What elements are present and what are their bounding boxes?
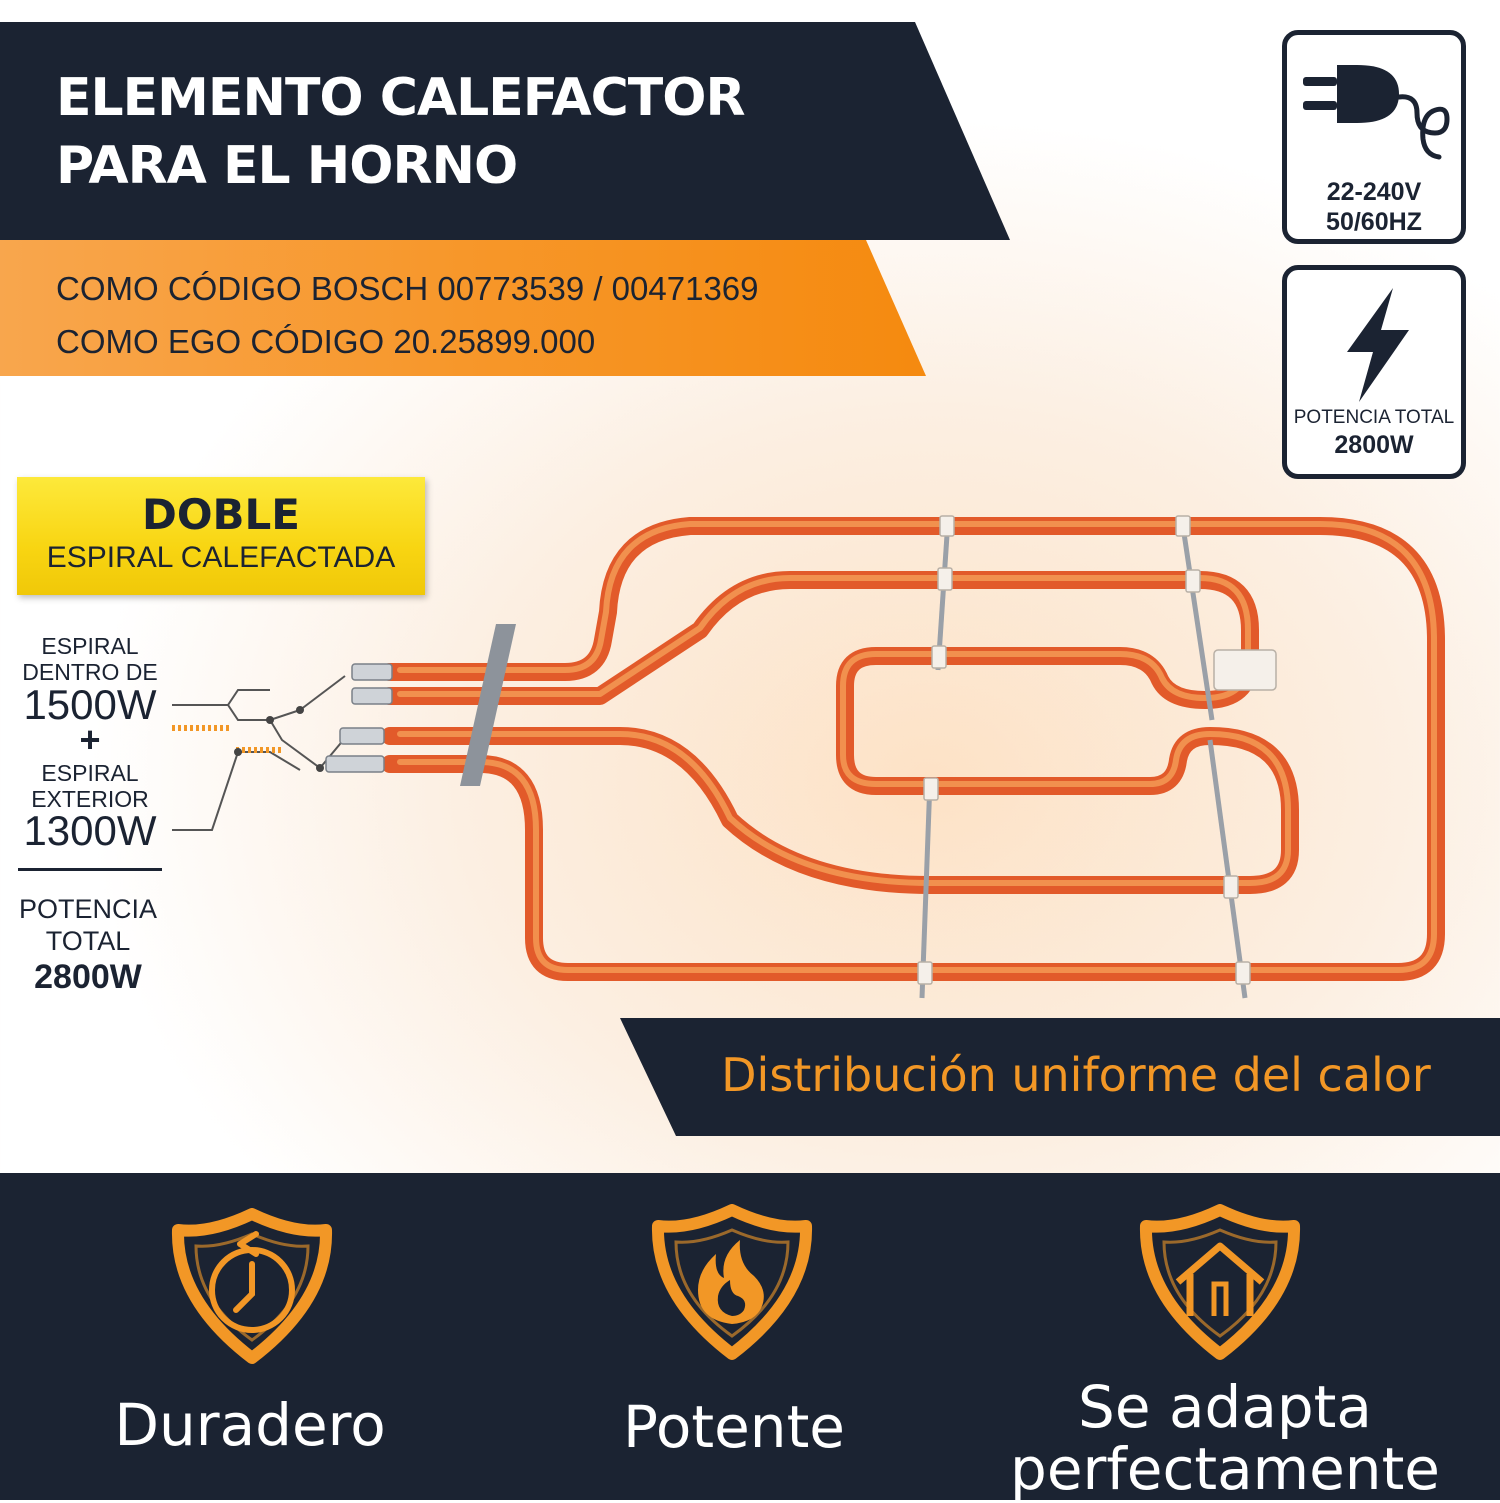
feature-powerful: Potente [622,1393,845,1461]
lightning-bolt-icon [1347,288,1409,402]
shield-clock-icon [171,1208,333,1364]
total-power-label-line-2: TOTAL [45,926,131,956]
outer-coil-label: ESPIRAL EXTERIOR [10,760,170,812]
mounting-bracket [460,624,516,786]
double-coil-badge: DOBLE ESPIRAL CALEFACTADA [17,477,425,595]
outer-coil-label-line-1: ESPIRAL [41,760,139,786]
feature-durable: Duradero [114,1391,386,1459]
power-spec-box: POTENCIA TOTAL 2800W [1282,265,1466,479]
outer-coil-label-line-2: EXTERIOR [31,786,149,812]
feature-perfect-fit-line-1: Se adapta [1078,1373,1372,1441]
total-power-label: POTENCIA TOTAL [6,893,170,957]
voltage-spec-box: 22-240V 50/60HZ [1282,30,1466,244]
feature-perfect-fit: Se adapta perfectamente [990,1376,1460,1500]
feature-perfect-fit-line-2: perfectamente [1010,1435,1440,1503]
voltage-value: 22-240V [1326,178,1422,206]
bosch-code: COMO CÓDIGO BOSCH 00773539 / 00471369 [56,270,759,307]
inner-coil-label: ESPIRAL DENTRO DE [10,633,170,685]
badge-title: DOBLE [141,490,301,539]
badge-subtitle: ESPIRAL CALEFACTADA [46,541,396,574]
wiring-diagram [172,675,346,831]
inner-coil-label-line-1: ESPIRAL [41,633,139,659]
power-label: POTENCIA TOTAL [1293,407,1455,428]
divider [18,868,162,871]
compatibility-codes: COMO CÓDIGO BOSCH 00773539 / 00471369 CO… [56,262,759,368]
title-line-2: PARA EL HORNO [56,136,518,196]
title-line-1: ELEMENTO CALEFACTOR [56,68,745,128]
outer-coil-value: 1300W [23,807,157,854]
page-title: ELEMENTO CALEFACTOR PARA EL HORNO [56,64,745,200]
plug-icon [1303,65,1450,160]
shield-flame-icon [651,1204,813,1360]
distribution-text: Distribución uniforme del calor [721,1048,1431,1102]
distribution-banner [620,1018,1500,1136]
total-power-value: 2800W [34,958,142,996]
terminals [325,663,393,773]
inner-coil-value: 1500W [23,681,157,728]
total-power-label-line-1: POTENCIA [18,894,158,924]
coil-tubes [381,517,1445,981]
inner-coil-label-line-2: DENTRO DE [22,659,158,685]
heating-element-illustration [172,515,1445,999]
shield-house-icon [1139,1204,1301,1360]
plus-sign: + [79,719,101,760]
ego-code: COMO EGO CÓDIGO 20.25899.000 [56,323,596,360]
title-banner [0,22,1010,240]
frequency-value: 50/60HZ [1326,208,1422,236]
power-value: 2800W [1334,431,1414,459]
code-banner [0,240,926,376]
